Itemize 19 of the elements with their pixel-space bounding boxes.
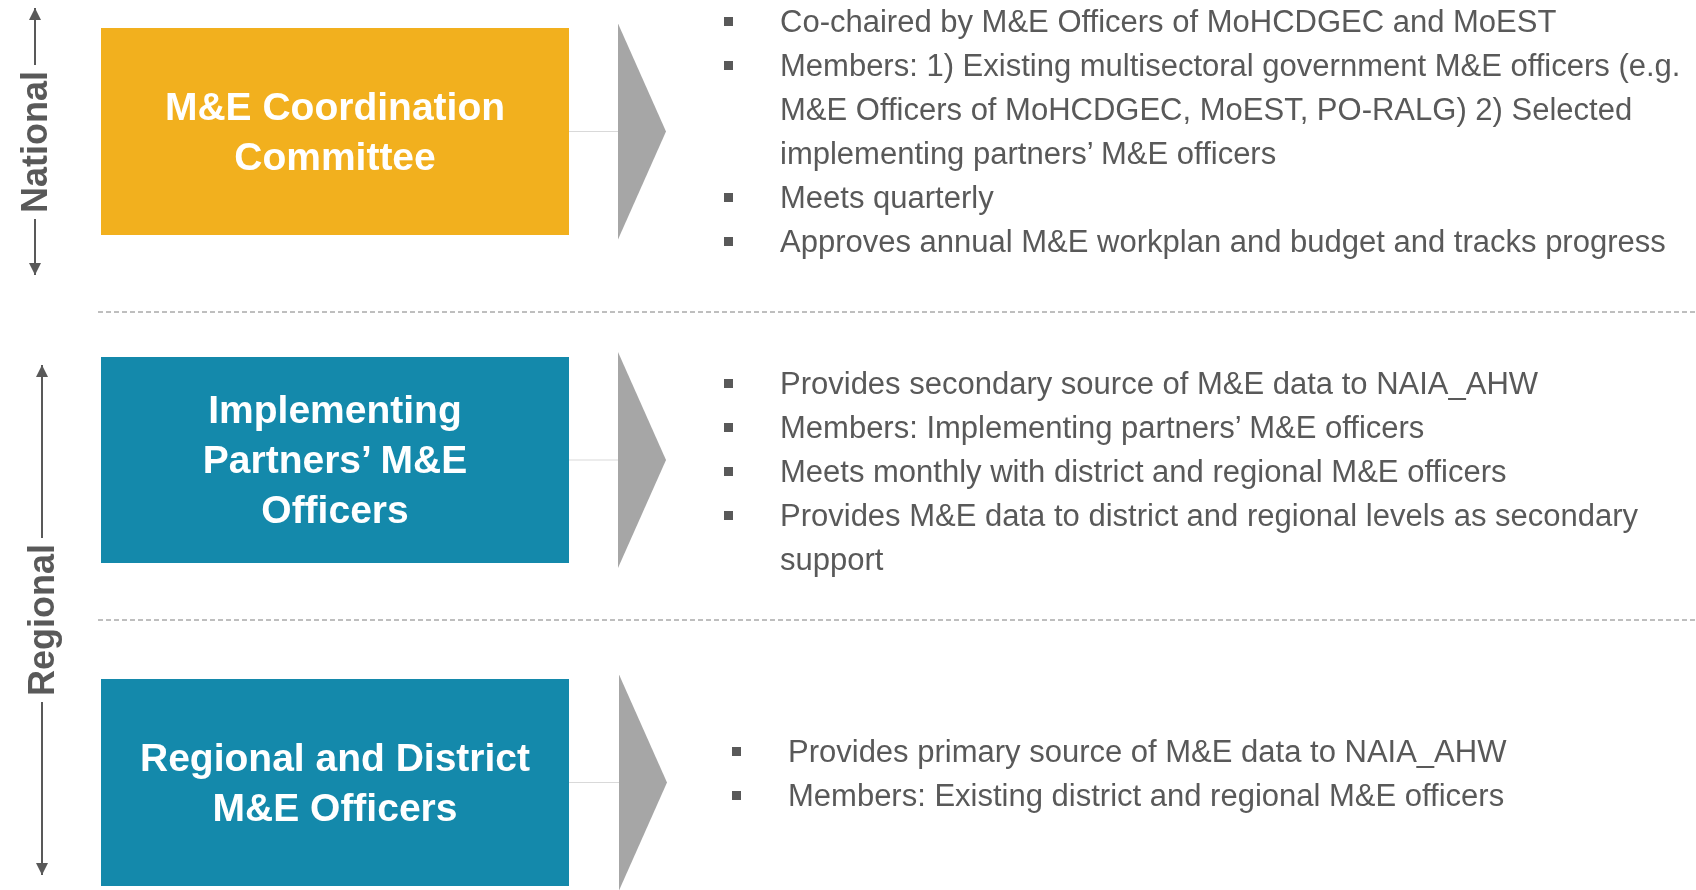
bullet-text: Meets monthly with district and regional M&E officers: [780, 454, 1507, 489]
bullet-text: Members: Implementing partners’ M&E officers: [780, 410, 1425, 445]
role-box: [101, 357, 569, 563]
role-box: [101, 679, 569, 886]
chevron-arrow: [568, 352, 667, 568]
bullet-text: Approves annual M&E workplan and budget and tracks progress: [780, 224, 1666, 259]
chevron-arrow: [568, 23, 667, 240]
box-title: Regional and District M&E Officers: [138, 734, 532, 831]
bullet-text: Provides primary source of M&E data to NAIA_AHW: [788, 734, 1507, 769]
bullet-text: Members: 1) Existing multisectoral government M&E officers (e.g. M&E Officers of MoHCDGEC, MoEST, PO-RALG) 2) Selected implementing partners’ M&E officers: [780, 48, 1681, 171]
bullet-text: Provides secondary source of M&E data to NAIA_AHW: [780, 366, 1539, 401]
bullet-text: Provides M&E data to district and regional levels as secondary support: [780, 498, 1639, 577]
bullet-text: Co-chaired by M&E Officers of MoHCDGEC and MoEST: [780, 4, 1557, 39]
box-title: M&E Coordination Committee: [163, 83, 507, 180]
box-title: Implementing Partners’ M&E Officers: [201, 387, 469, 533]
role-box: [101, 28, 569, 235]
bullet-text: Members: Existing district and regional M&E officers: [788, 778, 1505, 813]
chevron-arrow: [568, 674, 668, 890]
bullet-text: Meets quarterly: [780, 180, 994, 215]
